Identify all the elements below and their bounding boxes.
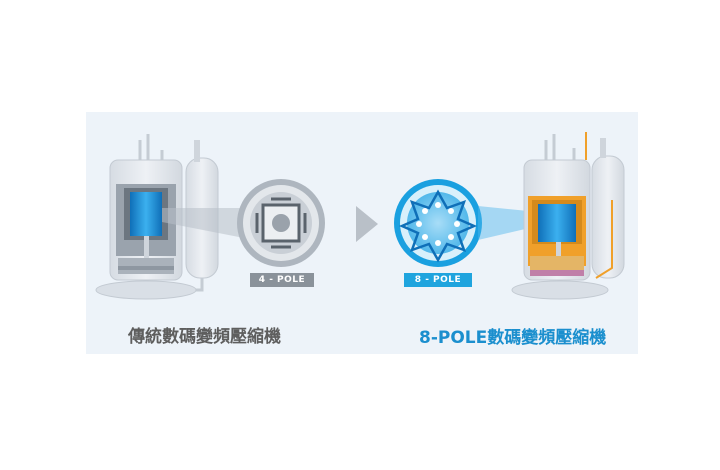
4-pole-badge: 4 - POLE [250,273,314,287]
8-pole-compressor-caption: 8-POLE數碼變頻壓縮機 [419,328,607,348]
8-pole-badge: 8 - POLE [404,273,472,287]
4-pole-motor-icon [237,179,325,267]
right-zoom-lines [478,206,538,240]
8-pole-motor-icon [394,179,482,267]
chevron-right-icon [356,206,378,242]
legacy-compressor-caption: 傳統數碼變頻壓縮機 [128,327,281,347]
left-zoom-lines [162,208,244,238]
right-compressor [511,132,625,300]
